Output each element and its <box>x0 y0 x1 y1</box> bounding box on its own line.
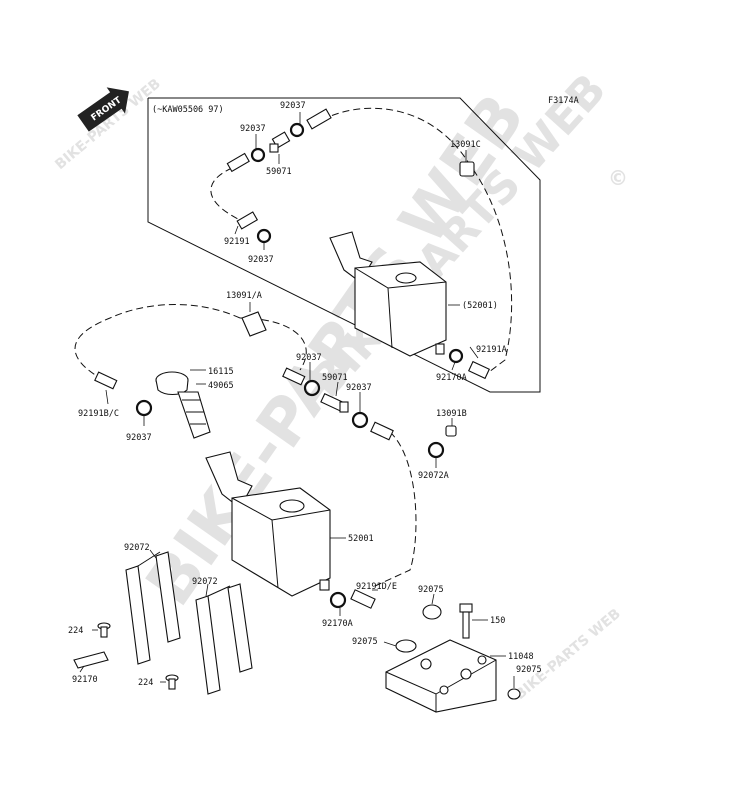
main-label-hose-left: 92191B/C <box>78 409 119 419</box>
main-band-right <box>195 583 253 695</box>
inset-clip-bottom-right <box>448 348 464 364</box>
main-clip-center <box>303 379 321 397</box>
inset-label-hose: 92191 <box>224 237 250 247</box>
main-filler-cap <box>155 371 211 439</box>
main-hose-right <box>370 421 394 441</box>
main-label-clip-lower: 92170A <box>322 619 353 629</box>
main-label-band-right: 92072 <box>192 577 218 587</box>
inset-hose-upper <box>306 108 332 130</box>
main-label-pad-left: 92170 <box>72 675 98 685</box>
main-label-cap: 16115 <box>208 367 234 377</box>
main-bolt-bracket <box>459 603 473 639</box>
watermark-copyright: © <box>608 166 628 190</box>
inset-leaders <box>234 112 479 371</box>
main-grommet-left <box>395 639 417 653</box>
main-joint <box>320 392 349 413</box>
main-label-bolt-lower: 224 <box>138 678 153 688</box>
main-label-bolt-bracket: 150 <box>490 616 505 626</box>
main-label-clamp-small: 13091B <box>436 409 467 419</box>
main-label-grommet-upper: 92075 <box>418 585 444 595</box>
inset-label-clip-bottom-right: 92170A <box>436 373 467 383</box>
main-label-clip-center: 92037 <box>296 353 322 363</box>
main-label-filter: 49065 <box>208 381 234 391</box>
main-label-clip-far-right: 92072A <box>418 471 449 481</box>
inset-tank <box>329 231 447 357</box>
inset-frame <box>147 97 541 393</box>
inset-label-hose-bottom: 92191A <box>476 345 507 355</box>
main-clip-far-right <box>427 441 445 459</box>
inset-label-clip-bottom: 92037 <box>248 255 274 265</box>
main-hose-lower <box>350 589 376 609</box>
main-label-grommet-left: 92075 <box>352 637 378 647</box>
inset-clamp <box>459 161 475 177</box>
main-grommet-upper <box>422 604 442 620</box>
main-label-band-left: 92072 <box>124 543 150 553</box>
main-grommet-right <box>507 688 521 700</box>
main-label-clip-left: 92037 <box>126 433 152 443</box>
main-label-joint: 59071 <box>322 373 348 383</box>
main-bracket <box>385 639 497 713</box>
inset-hose-left <box>226 152 250 173</box>
main-clamp-small <box>445 425 457 437</box>
inset-label-tank: (52001) <box>462 301 498 311</box>
inset-label-clip-upper: 92037 <box>240 124 266 134</box>
main-label-clip-right: 92037 <box>346 383 372 393</box>
inset-label-clip-top: 92037 <box>280 101 306 111</box>
inset-hose-lower <box>236 211 259 230</box>
main-tank <box>205 451 331 597</box>
inset-label-clamp: 13091C <box>450 140 481 150</box>
main-bolt-lower <box>165 674 179 690</box>
main-label-grommet-right: 92075 <box>516 665 542 675</box>
main-clamp <box>241 311 267 337</box>
drawing-code: F3174A <box>548 96 579 106</box>
main-leaders <box>79 302 515 688</box>
inset-clip-bottom <box>256 228 272 244</box>
main-clip-lower <box>329 591 347 609</box>
main-bolt-upper <box>97 622 111 638</box>
inset-hose-bottom <box>467 360 491 380</box>
main-band-left <box>125 551 181 665</box>
main-label-tank: 52001 <box>348 534 374 544</box>
inset-note: (~KAW05506 97) <box>152 105 224 115</box>
main-pad-left <box>73 651 109 669</box>
main-clip-right <box>351 411 369 429</box>
main-label-bolt-upper: 224 <box>68 626 83 636</box>
main-hose-center <box>282 367 306 386</box>
inset-label-joint: 59071 <box>266 167 292 177</box>
main-label-clamp: 13091/A <box>226 291 262 301</box>
inset-joint <box>269 131 291 153</box>
inset-clip-top <box>289 122 305 138</box>
main-label-bracket: 11048 <box>508 652 534 662</box>
inset-clip-upper <box>250 147 266 163</box>
watermark-small-top: BIKE-PARTS WEB <box>52 76 164 173</box>
main-label-hose-lower: 92191D/E <box>356 582 397 592</box>
main-hose-left <box>94 371 118 390</box>
main-clip-left <box>135 399 153 417</box>
